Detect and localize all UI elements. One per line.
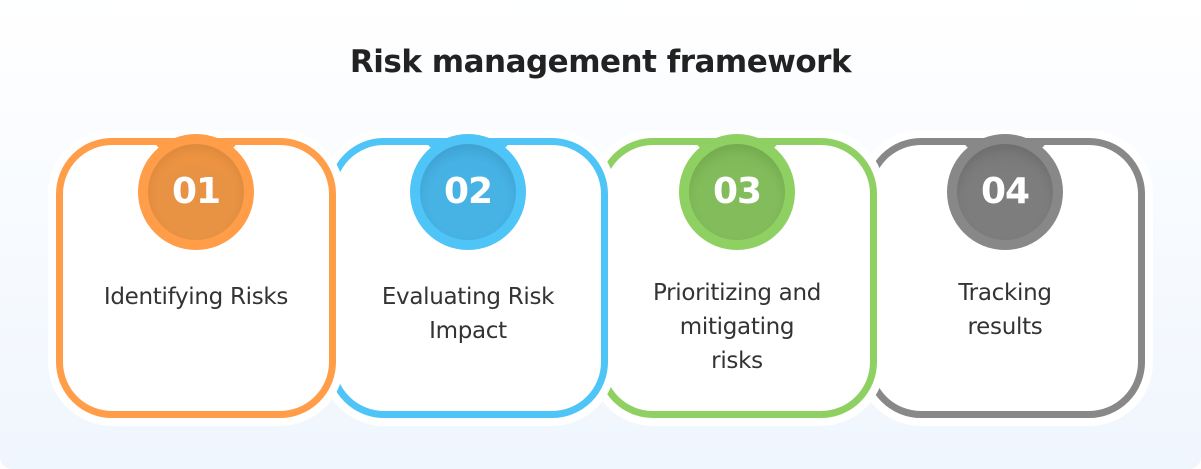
step-label: Identifying Risks xyxy=(70,280,322,314)
step-card-1: 01 Identifying Risks xyxy=(48,130,344,426)
step-badge-circle-icon xyxy=(148,144,244,240)
step-number: 04 xyxy=(980,171,1030,212)
step-label-line: results xyxy=(967,314,1043,340)
step-label: Tracking results xyxy=(879,276,1131,344)
step-label-line: Evaluating Risk xyxy=(381,284,555,310)
step-number: 01 xyxy=(171,171,221,212)
step-card-3: 03 Prioritizing and mitigating risks xyxy=(589,130,885,426)
step-label-line: mitigating xyxy=(679,314,795,340)
diagram-title: Risk management framework xyxy=(349,44,852,80)
step-badge-circle-icon xyxy=(957,144,1053,240)
step-card-2: 02 Evaluating Risk Impact xyxy=(320,130,616,426)
step-label-line: Identifying Risks xyxy=(103,284,289,310)
step-card-4: 04 Tracking results xyxy=(857,130,1153,426)
step-label: Evaluating Risk Impact xyxy=(342,280,594,348)
step-label-line: risks xyxy=(711,348,763,374)
step-number: 03 xyxy=(712,171,762,212)
step-label: Prioritizing and mitigating risks xyxy=(611,276,863,378)
step-label-line: Prioritizing and xyxy=(652,280,822,306)
step-number: 02 xyxy=(443,171,493,212)
card-border xyxy=(597,138,877,418)
step-badge-circle-icon xyxy=(689,144,785,240)
step-badge-circle-icon xyxy=(420,144,516,240)
step-label-line: Impact xyxy=(429,318,507,344)
step-label-line: Tracking xyxy=(958,280,1052,306)
